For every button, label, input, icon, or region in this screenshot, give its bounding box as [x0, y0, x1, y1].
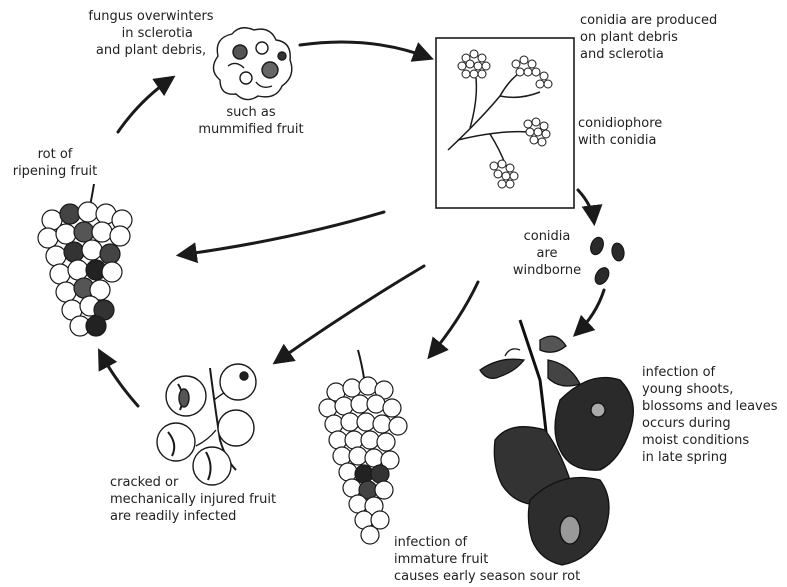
label-immature-fruit: infection of immature fruit causes early… — [394, 534, 584, 585]
arrow-conidia-to-windborne — [578, 190, 594, 222]
arrow-to-immature-fruit — [430, 282, 478, 356]
arrow-cracked-to-ripening — [100, 352, 138, 406]
rotting-grape-cluster-icon — [38, 184, 132, 336]
immature-grape-cluster-icon — [319, 350, 407, 544]
label-conidia-produced: conidia are produced on plant debris and… — [580, 12, 780, 63]
label-conidiophore: conidiophore with conidia — [578, 115, 678, 149]
arrow-to-cracked-fruit — [276, 266, 424, 362]
label-cracked-fruit: cracked or mechanically injured fruit ar… — [110, 474, 290, 525]
arrow-ripening-to-sclerotia — [118, 78, 172, 132]
label-windborne: conidia are windborne — [512, 228, 582, 279]
conidia-spores-icon — [588, 235, 625, 286]
label-ripening-fruit: rot of ripening fruit — [10, 146, 100, 180]
label-mummified-fruit: such as mummified fruit — [196, 104, 306, 138]
arrow-sclerotia-to-conidia — [300, 42, 430, 58]
label-shoot-infection: infection of young shoots, blossoms and … — [642, 364, 782, 466]
infected-shoot-icon — [480, 320, 633, 565]
arrow-windborne-to-shoot — [576, 290, 604, 334]
label-overwinter: fungus overwinters in sclerotia and plan… — [66, 8, 236, 59]
arrow-to-ripening-fruit — [180, 212, 384, 255]
injured-berries-icon — [157, 364, 256, 485]
conidiophore-icon — [436, 38, 574, 208]
